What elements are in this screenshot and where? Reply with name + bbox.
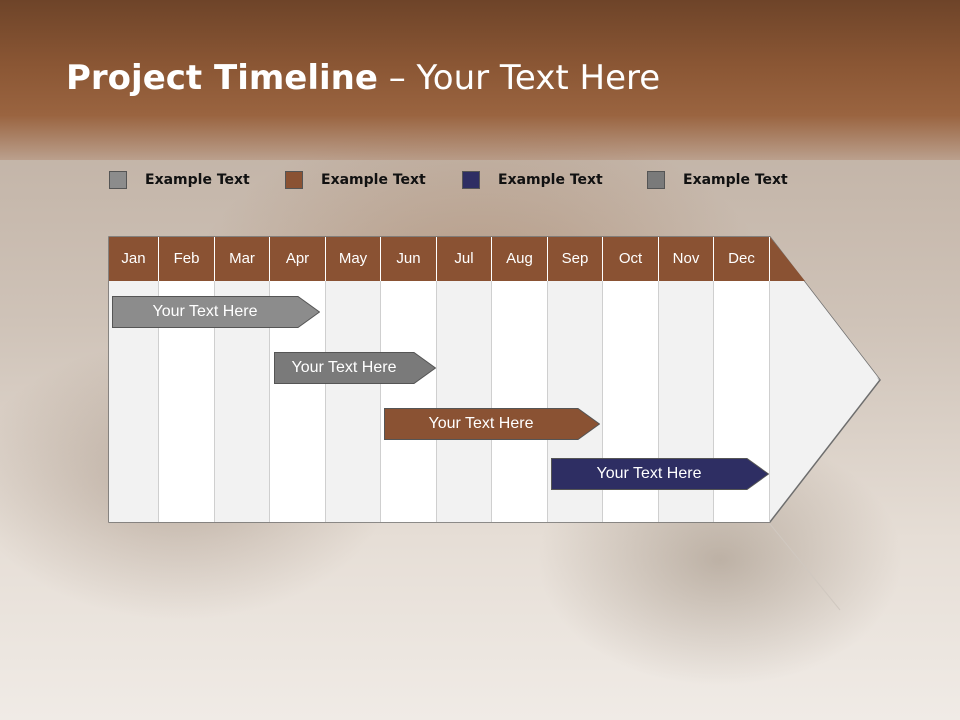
task-bar-1: Your Text Here: [112, 296, 320, 328]
month-header-nov: Nov: [659, 237, 714, 281]
task-bar-4: Your Text Here: [551, 458, 769, 490]
task-bar-label-4: Your Text Here: [596, 465, 702, 482]
legend-label-2: Example Text: [321, 172, 426, 188]
month-column-may: [326, 281, 381, 522]
month-header-mar: Mar: [215, 237, 270, 281]
legend-swatch-1: [109, 171, 127, 189]
slide-title: Project Timeline – Your Text Here: [66, 58, 660, 98]
title-rest: – Your Text Here: [377, 58, 661, 98]
month-column-jul: [437, 281, 492, 522]
legend-swatch-3: [462, 171, 480, 189]
month-header-apr: Apr: [270, 237, 326, 281]
legend-label-3: Example Text: [498, 172, 603, 188]
task-bar-label-2: Your Text Here: [291, 359, 397, 376]
month-header-may: May: [326, 237, 381, 281]
month-header-jul: Jul: [437, 237, 492, 281]
task-bar-label-1: Your Text Here: [152, 303, 258, 320]
legend-swatch-2: [285, 171, 303, 189]
task-bar-2: Your Text Here: [274, 352, 436, 384]
month-header-aug: Aug: [492, 237, 548, 281]
task-bar-3: Your Text Here: [384, 408, 600, 440]
month-header-feb: Feb: [159, 237, 215, 281]
month-header-jan: Jan: [109, 237, 159, 281]
month-header-jun: Jun: [381, 237, 437, 281]
month-header-dec: Dec: [714, 237, 770, 281]
month-header-oct: Oct: [603, 237, 659, 281]
month-column-aug: [492, 281, 548, 522]
month-header-sep: Sep: [548, 237, 603, 281]
legend-label-4: Example Text: [683, 172, 788, 188]
legend-label-1: Example Text: [145, 172, 250, 188]
legend-swatch-4: [647, 171, 665, 189]
month-column-jun: [381, 281, 437, 522]
title-bold: Project Timeline: [66, 58, 378, 98]
title-band: [0, 0, 960, 160]
task-bar-label-3: Your Text Here: [428, 415, 534, 432]
